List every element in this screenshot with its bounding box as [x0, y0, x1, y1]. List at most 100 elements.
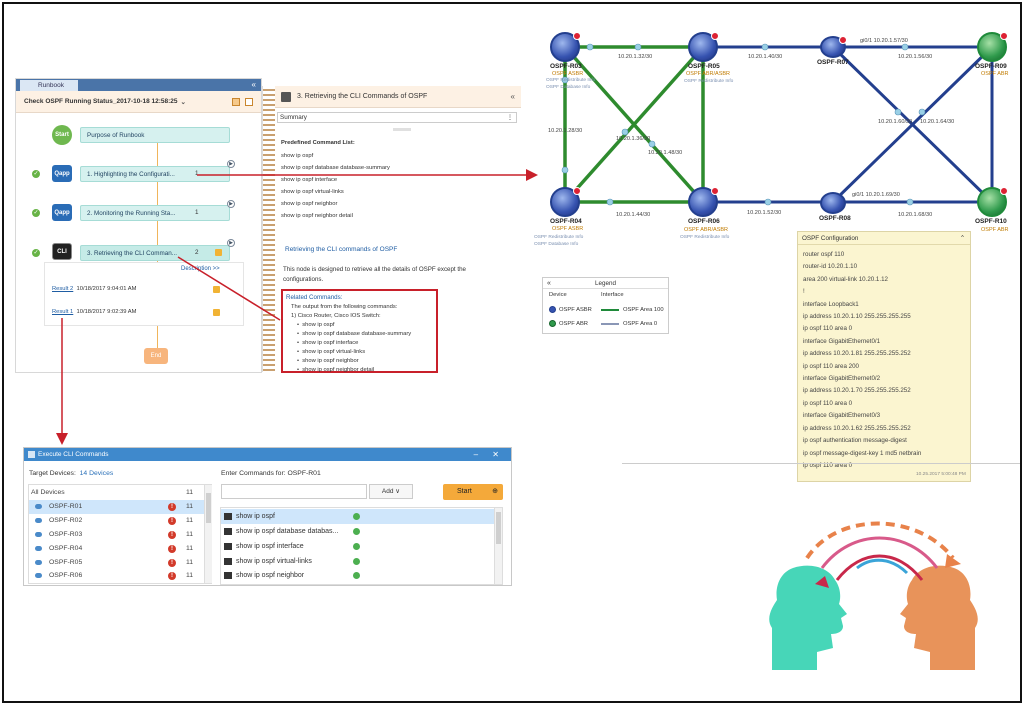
device-count: 11	[186, 517, 194, 524]
subnet-label: 10.20.1.36/30	[616, 136, 651, 142]
chevron-up-icon[interactable]: ⌃	[959, 235, 965, 242]
legend-interface: OSPF Area 100	[623, 307, 664, 313]
runbook-node-2[interactable]: 2. Monitoring the Running Sta...	[80, 205, 230, 221]
play-icon[interactable]: ▶	[227, 160, 235, 168]
device-scrollbar[interactable]	[204, 485, 212, 583]
router-name: OSPF-R03	[550, 63, 582, 70]
predefined-command: show ip ospf neighbor	[281, 201, 338, 207]
device-name: OSPF-R05	[49, 559, 83, 566]
device-row[interactable]: OSPF-R01!11	[29, 500, 206, 514]
error-icon: !	[168, 572, 176, 580]
predefined-command: show ip ospf	[281, 153, 314, 159]
description-link[interactable]: Description >>	[181, 266, 220, 272]
command-scrollbar[interactable]	[494, 508, 502, 584]
command-row[interactable]: show ip ospf	[221, 509, 496, 524]
router-info[interactable]: OSPF Database Info	[546, 85, 591, 90]
router-name: OSPF-R08	[819, 215, 851, 222]
result-time: 10/18/2017 9:04:01 AM	[76, 286, 137, 292]
runbook-tabbar: Runbook «	[16, 79, 261, 91]
target-count[interactable]: 14 Devices	[79, 470, 114, 477]
command-row[interactable]: show ip ospf database databas...	[221, 524, 496, 539]
related-heading: Related Commands:	[286, 294, 343, 301]
resize-handle[interactable]	[393, 128, 411, 131]
router-icon[interactable]	[550, 32, 581, 62]
device-name: OSPF-R04	[49, 545, 83, 552]
device-row[interactable]: OSPF-R03!11	[29, 528, 206, 542]
start-icon[interactable]: Start	[52, 125, 72, 145]
config-line: router-id 10.20.1.10	[803, 263, 858, 271]
config-line: ip address 10.20.1.10 255.255.255.255	[803, 313, 911, 321]
related-command: • show ip ospf database database-summary	[297, 331, 412, 337]
router-info[interactable]: OSPF Redistribute Info	[684, 79, 734, 84]
command-text: show ip ospf virtual-links	[236, 558, 312, 565]
scroll-thumb[interactable]	[496, 512, 501, 544]
detail-collapse-button[interactable]: «	[510, 92, 515, 101]
play-icon[interactable]: ▶	[227, 239, 235, 247]
command-row[interactable]: show ip ospf interface	[221, 539, 496, 554]
router-icon[interactable]	[977, 32, 1008, 62]
runbook-collapse-button[interactable]: «	[251, 80, 256, 89]
runbook-node-3[interactable]: 3. Retrieving the CLI Comman...	[80, 245, 230, 261]
command-text: show ip ospf	[236, 513, 275, 520]
router-icon[interactable]	[688, 187, 719, 217]
router-icon[interactable]	[550, 187, 581, 217]
command-input[interactable]	[221, 484, 367, 499]
device-count: 11	[186, 503, 194, 510]
scroll-thumb[interactable]	[206, 493, 211, 523]
router-icon[interactable]	[688, 32, 719, 62]
arc-blue-icon	[856, 558, 909, 575]
router-icon[interactable]	[820, 36, 847, 58]
check-icon: ✓	[32, 209, 40, 217]
link-layer	[561, 43, 994, 206]
runbook-tab[interactable]: Runbook	[20, 80, 79, 91]
legend-title: Legend	[543, 278, 668, 289]
command-row[interactable]: show ip ospf virtual-links	[221, 554, 496, 569]
runbook-node-1[interactable]: 1. Highlighting the Configurati...	[80, 166, 230, 182]
result-link[interactable]: Result 1	[52, 309, 74, 315]
command-row[interactable]: show ip ospf neighbor	[221, 569, 496, 582]
commands-target: OSPF-R01	[287, 470, 321, 477]
arrowhead-icon	[945, 554, 961, 568]
router-info[interactable]: OSPF Redistribute Info	[546, 78, 596, 83]
device-name: OSPF-R02	[49, 517, 83, 524]
device-row[interactable]: OSPF-R02!11	[29, 514, 206, 528]
list-icon[interactable]	[245, 97, 253, 106]
legend-collapse[interactable]: «	[547, 280, 551, 287]
window-controls[interactable]: – ✕	[473, 450, 505, 459]
related-device: 1) Cisco Router, Cisco IOS Switch:	[291, 313, 381, 319]
add-button[interactable]: Add ∨	[369, 484, 413, 499]
device-row[interactable]: OSPF-R04!11	[29, 542, 206, 556]
router-info[interactable]: OSPF Redistribute Info	[534, 235, 584, 240]
router-icon[interactable]	[977, 187, 1008, 217]
play-icon[interactable]: ▶	[227, 200, 235, 208]
commands-label-text: Enter Commands for:	[221, 470, 286, 477]
result-link[interactable]: Result 2	[52, 286, 74, 292]
node-1-count: 1	[195, 170, 199, 177]
runbook-node-purpose[interactable]: Purpose of Runbook	[80, 127, 230, 143]
router-info[interactable]: OSPF Database Info	[534, 242, 579, 247]
chevron-down-icon[interactable]: ⌄	[180, 98, 186, 106]
summary-dropdown[interactable]: Summary ⋮	[277, 112, 517, 123]
router-info[interactable]: OSPF Redistribute Info	[680, 235, 730, 240]
device-row[interactable]: OSPF-R05!11	[29, 556, 206, 570]
config-line: interface GigabitEthernet0/2	[803, 375, 881, 383]
router-icon	[35, 546, 42, 551]
config-header: OSPF Configuration⌃	[798, 232, 970, 245]
router-icon[interactable]	[820, 192, 846, 214]
error-icon: !	[168, 559, 176, 567]
router-icon	[35, 573, 42, 578]
execute-cli-dialog: Execute CLI Commands – ✕ Target Devices:…	[23, 447, 512, 586]
device-row[interactable]: OSPF-R06!11	[29, 570, 206, 582]
router-role: OSPF ABR/ASBR	[686, 71, 731, 77]
config-line: ip ospf 110 area 0	[803, 399, 853, 407]
subnet-label: 10.20.1.28/30	[548, 128, 583, 134]
more-icon[interactable]: ⋮	[506, 114, 513, 121]
cli-icon	[281, 92, 291, 102]
edit-icon[interactable]	[232, 97, 240, 106]
start-button[interactable]: Start⊕	[443, 484, 503, 500]
router-name: OSPF-R07	[817, 59, 849, 66]
end-node[interactable]: End	[144, 348, 168, 364]
related-command: • show ip ospf neighbor	[297, 358, 359, 364]
